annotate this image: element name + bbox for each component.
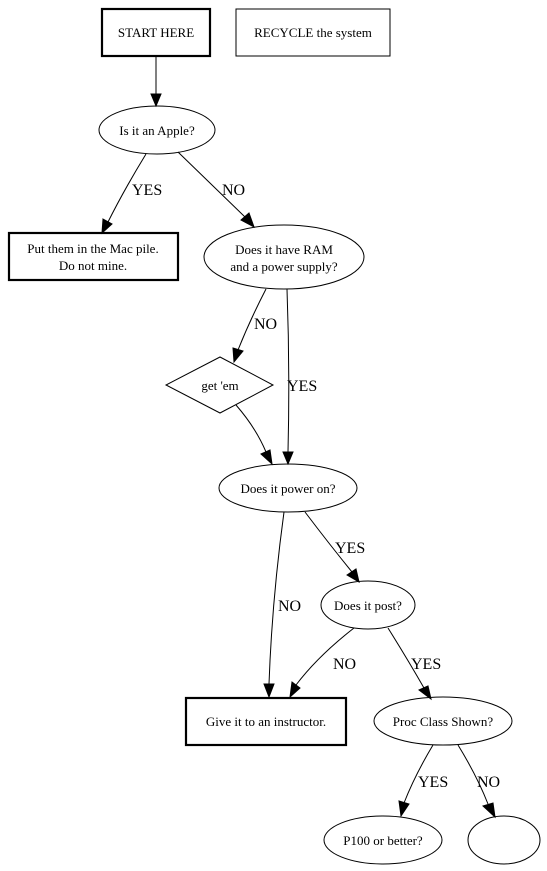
- edge-apple-yes-label: YES: [132, 182, 162, 199]
- edge-start-to-apple: [150, 56, 162, 108]
- edge-post-yes: YES: [387, 627, 441, 701]
- edge-ram-yes-label: YES: [287, 378, 317, 395]
- node-get-em: get 'em: [164, 356, 275, 414]
- node-instructor-label: Give it to an instructor.: [206, 714, 326, 729]
- edge-post-yes-label: YES: [411, 656, 441, 673]
- edge-power-yes-label: YES: [335, 540, 365, 557]
- node-recycle-label: RECYCLE the system: [254, 25, 372, 40]
- node-post: Does it post?: [320, 580, 416, 630]
- edge-power-no: NO: [263, 511, 301, 699]
- node-mac-pile: Put them in the Mac pile. Do not mine.: [7, 231, 180, 282]
- node-recycle: RECYCLE the system: [235, 8, 391, 57]
- edge-proc-no-label: NO: [477, 774, 500, 791]
- node-get-em-label: get 'em: [201, 378, 238, 393]
- edge-proc-yes: YES: [398, 744, 448, 818]
- node-power-on: Does it power on?: [218, 463, 358, 513]
- node-power-on-label: Does it power on?: [241, 481, 336, 496]
- node-proc-class: Proc Class Shown?: [373, 696, 513, 746]
- node-ram-power-line1: Does it have RAM: [235, 242, 333, 257]
- node-mac-pile-line2: Do not mine.: [59, 258, 127, 273]
- node-p100: P100 or better?: [323, 815, 443, 865]
- edge-apple-yes: YES: [101, 153, 162, 235]
- node-ram-power: Does it have RAM and a power supply?: [203, 224, 365, 290]
- node-p100-label: P100 or better?: [343, 833, 423, 848]
- node-start-here: START HERE: [100, 7, 212, 58]
- node-proc-class-label: Proc Class Shown?: [393, 714, 494, 729]
- node-instructor: Give it to an instructor.: [184, 696, 348, 747]
- node-start-here-label: START HERE: [118, 25, 194, 40]
- edge-ram-no: NO: [232, 288, 277, 364]
- edge-apple-no-label: NO: [222, 182, 245, 199]
- edge-power-yes: YES: [304, 511, 365, 584]
- edge-proc-yes-label: YES: [418, 774, 448, 791]
- edge-power-no-label: NO: [278, 598, 301, 615]
- edge-apple-no: NO: [177, 151, 255, 229]
- node-blank: [467, 815, 541, 865]
- node-mac-pile-line1: Put them in the Mac pile.: [27, 241, 158, 256]
- node-is-apple: Is it an Apple?: [98, 105, 216, 155]
- node-post-label: Does it post?: [334, 598, 402, 613]
- node-is-apple-label: Is it an Apple?: [119, 123, 195, 138]
- edge-getem-to-power: [235, 404, 273, 466]
- edge-proc-no: NO: [457, 744, 500, 819]
- edge-post-no: NO: [289, 627, 356, 699]
- edge-ram-yes: YES: [282, 288, 317, 466]
- edge-post-no-label: NO: [333, 656, 356, 673]
- node-ram-power-line2: and a power supply?: [230, 259, 337, 274]
- edge-ram-no-label: NO: [254, 316, 277, 333]
